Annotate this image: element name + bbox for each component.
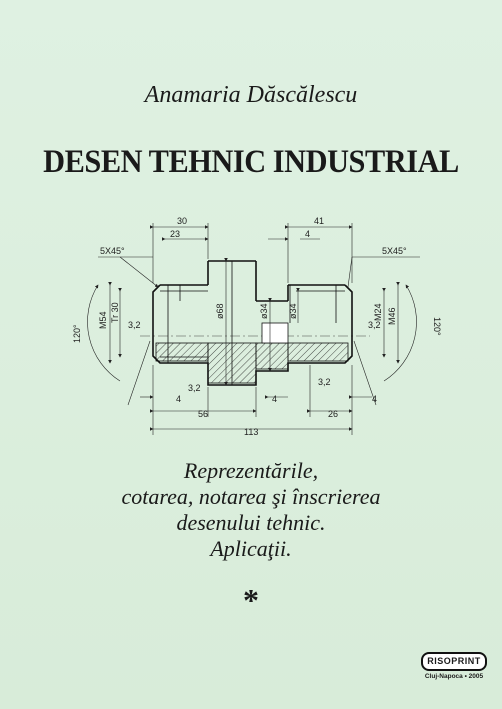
dim-m24: M24	[373, 303, 383, 321]
dim-r32-right: 3,2	[368, 320, 381, 330]
publisher-logo-text: RISOPRINT	[421, 652, 487, 671]
dim-chamfer-right: 5X45°	[382, 246, 407, 256]
section-hatching	[155, 322, 349, 384]
dim-tr30: Tr 30	[110, 302, 120, 323]
dimension-labels: 30 23 41 4 5X45° 5X45° M54 Tr 30 ø68 ø34…	[72, 216, 442, 437]
dim-angle-right: 120°	[432, 317, 442, 336]
dim-d68: ø68	[215, 303, 225, 319]
subtitle-line: Aplicaţii.	[210, 536, 292, 561]
dim-m54: M54	[98, 311, 108, 329]
dim-23: 23	[170, 229, 180, 239]
dim-r32-bottom-left: 3,2	[188, 383, 201, 393]
dim-m46: M46	[387, 307, 397, 325]
dim-angle-left: 120°	[72, 324, 82, 343]
dim-r32-left: 3,2	[128, 320, 141, 330]
dim-113: 113	[244, 427, 258, 437]
dim-r32-bottom-right: 3,2	[318, 377, 331, 387]
subtitle-line: desenului tehnic.	[176, 510, 326, 535]
dim-4-bottom-mid: 4	[272, 394, 277, 404]
subtitle-line: Reprezentările,	[183, 458, 319, 483]
dim-4-bottom-left: 4	[176, 394, 181, 404]
dim-d34b: ø34	[288, 303, 298, 319]
subtitle: Reprezentările, cotarea, notarea şi însc…	[0, 458, 502, 562]
subtitle-line: cotarea, notarea şi înscrierea	[121, 484, 381, 509]
dim-chamfer-left: 5X45°	[100, 246, 125, 256]
dim-30: 30	[177, 216, 187, 226]
dim-41: 41	[314, 216, 324, 226]
author-name: Anamaria Dăscălescu	[144, 82, 358, 108]
volume-mark: *	[243, 582, 259, 618]
dim-56: 56	[198, 409, 208, 419]
dim-d34a: ø34	[259, 303, 269, 319]
technical-drawing: 30 23 41 4 5X45° 5X45° M54 Tr 30 ø68 ø34…	[72, 216, 442, 437]
publisher-logo: RISOPRINT Cluj-Napoca • 2005	[421, 652, 487, 680]
dim-4-top: 4	[305, 229, 310, 239]
dim-4-bottom-right: 4	[372, 394, 377, 404]
publisher-caption: Cluj-Napoca • 2005	[424, 673, 484, 680]
dim-26: 26	[328, 409, 338, 419]
book-title: DESEN TEHNIC INDUSTRIAL	[43, 144, 459, 180]
